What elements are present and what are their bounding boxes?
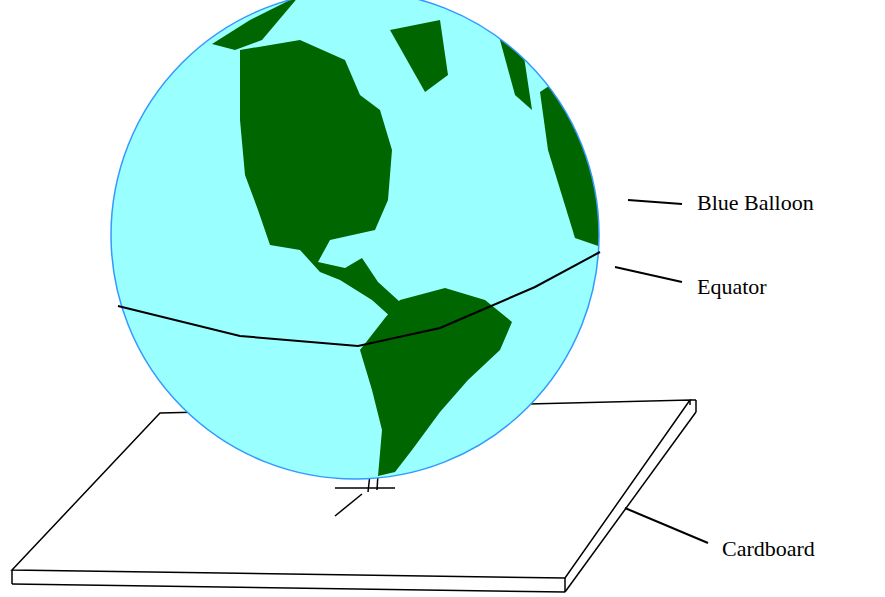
part-label: Cardboard	[722, 538, 815, 560]
equator-line	[118, 252, 600, 346]
continents	[212, 0, 610, 476]
part-label: Equator	[697, 276, 767, 298]
leader-lines	[615, 200, 708, 543]
balloon-outline	[111, 0, 599, 479]
balloon-stand	[335, 474, 395, 516]
balloon	[111, 0, 599, 479]
part-label: Blue Balloon	[697, 192, 814, 214]
